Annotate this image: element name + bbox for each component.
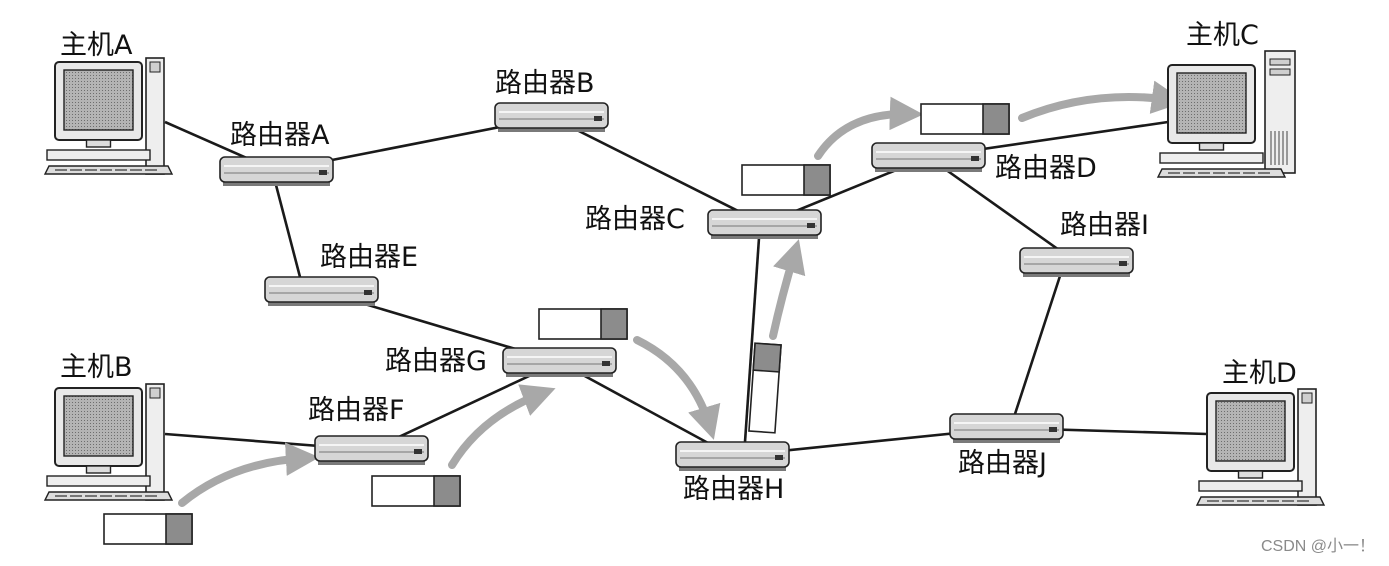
router-h-label: 路由器H xyxy=(683,474,785,505)
host-c-label: 主机C xyxy=(1186,20,1259,51)
router-b-label: 路由器B xyxy=(495,68,595,99)
router-a-icon xyxy=(219,156,334,186)
router-j-icon xyxy=(949,413,1064,443)
router-i-icon xyxy=(1019,247,1134,277)
watermark: CSDN @小一！ xyxy=(1260,538,1375,555)
router-d-icon xyxy=(871,142,986,172)
router-g-icon xyxy=(502,347,617,377)
host-b-computer-icon xyxy=(43,383,174,501)
link-rD-rI xyxy=(927,155,1077,264)
packet-2 xyxy=(371,475,461,507)
link-rG-rH xyxy=(558,360,733,458)
router-i-label: 路由器I xyxy=(1060,210,1149,241)
router-b-icon xyxy=(494,102,609,132)
router-e-label: 路由器E xyxy=(320,242,419,273)
router-d-label: 路由器D xyxy=(995,153,1097,184)
packet-arrow-4 xyxy=(769,239,806,340)
link-rA-rE xyxy=(274,184,302,278)
link-rH-rC xyxy=(743,237,761,443)
packet-arrow-2 xyxy=(448,384,556,469)
link-rI-rJ xyxy=(1013,275,1062,415)
host-c-computer-icon xyxy=(1156,50,1296,178)
router-h-icon xyxy=(675,441,790,471)
router-f-icon xyxy=(314,435,429,465)
router-e-icon xyxy=(264,276,379,306)
router-c-icon xyxy=(707,209,822,239)
router-f-label: 路由器F xyxy=(308,395,405,426)
packet-arrow-6 xyxy=(1018,80,1186,122)
packet-arrow-1 xyxy=(178,442,320,507)
packets-layer xyxy=(103,103,1010,545)
router-c-label: 路由器C xyxy=(585,204,685,235)
router-g-label: 路由器G xyxy=(385,346,487,377)
packet-4 xyxy=(741,164,831,196)
packet-arrow-5 xyxy=(814,96,924,160)
host-b-label: 主机B xyxy=(60,352,133,383)
router-a-label: 路由器A xyxy=(230,120,330,151)
packet-3 xyxy=(538,308,628,340)
router-j-label: 路由器J xyxy=(958,448,1047,479)
packet-6 xyxy=(748,342,782,434)
packet-5 xyxy=(920,103,1010,135)
link-rB-rC xyxy=(550,115,765,226)
packet-arrows xyxy=(178,80,1186,507)
host-d-label: 主机D xyxy=(1222,358,1297,389)
packet-arrow-3 xyxy=(633,336,721,440)
packet-1 xyxy=(103,513,193,545)
host-a-label: 主机A xyxy=(60,30,133,61)
host-a-computer-icon xyxy=(43,57,174,175)
host-d-computer-icon xyxy=(1195,388,1326,506)
nodes-layer xyxy=(43,50,1326,506)
